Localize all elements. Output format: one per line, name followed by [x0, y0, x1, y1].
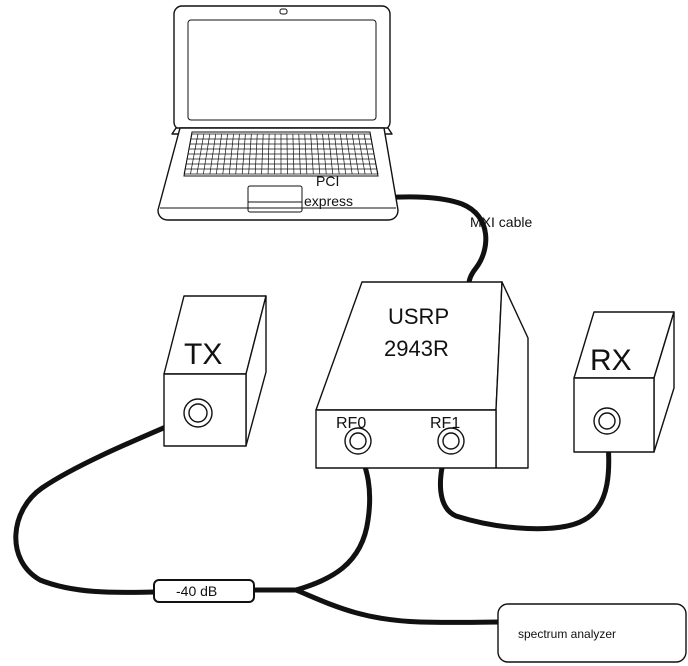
trackpad: [247, 185, 303, 213]
webcam-icon: [279, 8, 288, 15]
laptop-lid: [173, 5, 391, 131]
rf0-label: RF0: [336, 415, 366, 432]
usrp-side-face: [495, 281, 529, 469]
tx-device: TX: [163, 295, 267, 447]
laptop: PCI express: [157, 5, 399, 221]
tx-to-attenuator-cable: [13, 411, 199, 595]
rf1-to-rx-cable: [437, 419, 612, 532]
attenuator-label: -40 dB: [176, 583, 217, 599]
pci-label: PCI: [316, 173, 339, 189]
rx-label: RX: [590, 344, 632, 377]
tx-label: TX: [184, 338, 222, 371]
keyboard-icon: [183, 131, 379, 177]
rf0-cable: [293, 449, 373, 593]
rx-device: RX: [573, 311, 675, 453]
spectrum-analyzer: spectrum analyzer: [497, 603, 687, 663]
usrp-model: 2943R: [384, 336, 449, 361]
pci-express-label: express: [304, 193, 353, 209]
spectrum-analyzer-cable: [293, 587, 503, 625]
mxi-cable: [375, 194, 489, 293]
rf1-label: RF1: [430, 415, 460, 432]
usrp-name: USRP: [388, 304, 449, 329]
mxi-cable-label: MXI cable: [470, 214, 532, 230]
attenuator: -40 dB: [153, 579, 255, 603]
laptop-screen: [187, 19, 377, 121]
spectrum-analyzer-label: spectrum analyzer: [518, 627, 616, 641]
usrp-device: USRP 2943R RF0 RF1: [315, 281, 529, 469]
